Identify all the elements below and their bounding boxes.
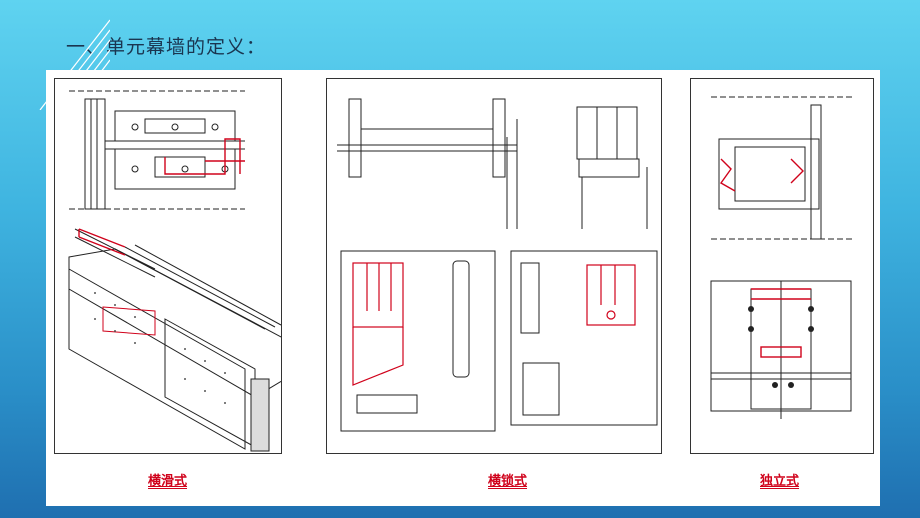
horizontal-locking-figure — [337, 98, 658, 432]
horizontal-sliding-drawing — [54, 78, 282, 454]
caption-horizontal-sliding: 横滑式 — [148, 474, 188, 489]
horizontal-locking-drawing — [326, 78, 662, 454]
caption-horizontal-locking: 横锁式 — [488, 474, 528, 489]
independent-figure — [710, 96, 853, 419]
slide-title: 一、单元幕墙的定义： — [66, 36, 267, 58]
horizontal-sliding-figure — [68, 90, 281, 452]
drawing-panel: 横滑式 — [46, 70, 880, 506]
independent-drawing — [690, 78, 874, 454]
caption-independent: 独立式 — [760, 474, 800, 489]
